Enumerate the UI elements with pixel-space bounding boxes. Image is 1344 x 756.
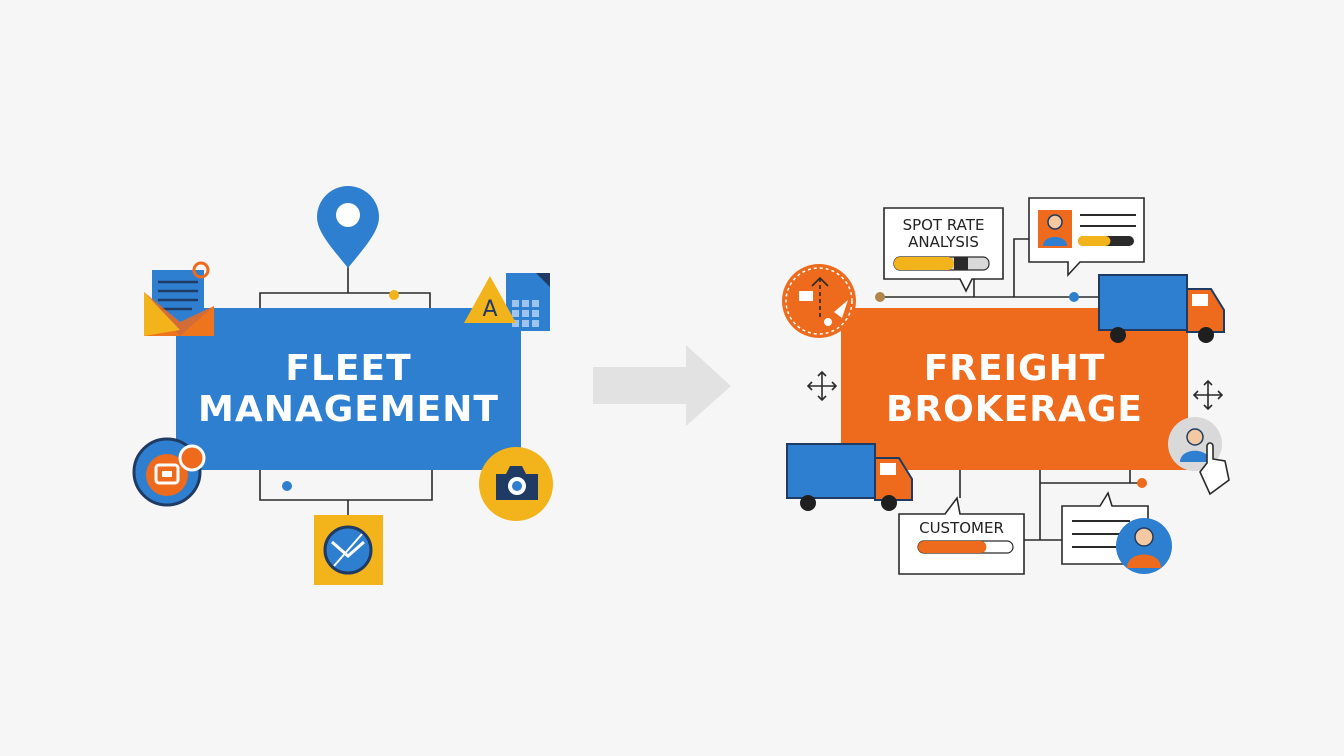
badge-icon: [132, 437, 206, 507]
spot-rate-label-line1: SPOT RATE: [902, 216, 985, 234]
spot-rate-label-line2: ANALYSIS: [908, 233, 979, 251]
fleet-management-title: FLEET MANAGEMENT: [176, 308, 521, 470]
svg-text:A: A: [482, 297, 497, 322]
freight-brokerage-title: FREIGHT BROKERAGE: [841, 308, 1188, 470]
connector-dot: [282, 481, 292, 491]
fleet-title-line1: FLEET: [285, 347, 412, 389]
route-icon: [782, 264, 856, 338]
freight-title-line2: BROKERAGE: [886, 389, 1143, 430]
transition-arrow: [593, 345, 731, 426]
truck-icon: [786, 443, 913, 511]
spot-rate-card: [883, 207, 1004, 293]
connector-dot: [1069, 292, 1079, 302]
camera-icon: [479, 447, 553, 521]
envelope-icon: [144, 261, 214, 336]
fleet-title-line2: MANAGEMENT: [198, 389, 499, 430]
connector-dot: [875, 292, 885, 302]
customer-bar-fill: [918, 541, 987, 553]
profile-bar-fill: [1078, 236, 1111, 246]
customer-card: [898, 496, 1025, 575]
brokerage-connectors: [880, 238, 1142, 541]
spot-rate-bar-fill: [894, 257, 954, 270]
truck-icon: [1098, 274, 1225, 343]
profile-card: [1028, 197, 1145, 278]
hand-pointer-icon: [1199, 442, 1230, 496]
chat-icon: [1061, 491, 1172, 574]
fleet-management-box: [176, 308, 521, 470]
compass-icon: [314, 515, 383, 585]
freight-brokerage-box: [841, 308, 1188, 470]
connector-dot: [389, 290, 399, 300]
spot-rate-label: SPOT RATE ANALYSIS: [884, 217, 1003, 251]
calendar-icon: A: [464, 273, 550, 331]
move-icon: [806, 370, 838, 402]
freight-title-line1: FREIGHT: [923, 347, 1106, 389]
connector-dot: [1137, 478, 1147, 488]
customer-label: CUSTOMER: [919, 519, 1004, 537]
move-icon: [1192, 379, 1224, 411]
location-pin-icon: [317, 186, 379, 268]
